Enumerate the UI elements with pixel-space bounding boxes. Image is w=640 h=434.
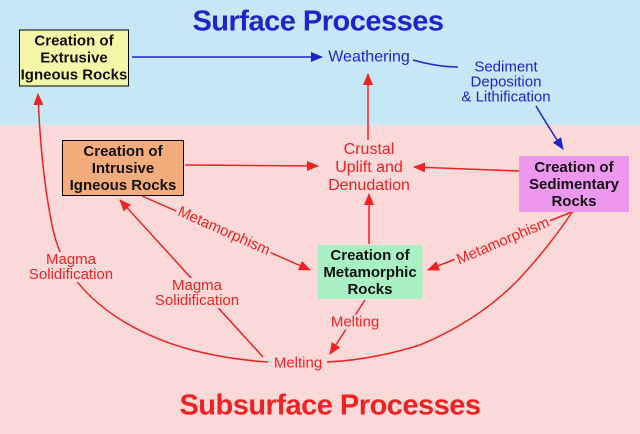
sedimentary-rocks-box: Creation of Sedimentary Rocks	[519, 156, 629, 212]
crustal-uplift-label: Crustal Uplift and Denudation	[328, 141, 410, 194]
melting-lower-label: Melting	[271, 354, 325, 372]
melting-upper-label: Melting	[328, 313, 382, 331]
intrusive-igneous-rocks-box: Creation of Intrusive Igneous Rocks	[62, 140, 184, 196]
line-weathering-to-sediment	[412, 59, 459, 68]
arrow-intrusive-to-crustal	[184, 160, 319, 171]
sediment-deposition-label: Sediment Deposition & Lithification	[461, 58, 551, 106]
arrow-sediment-to-sedimentary	[535, 105, 564, 150]
magma-solidification-left-label: Magma Solidification	[26, 251, 116, 283]
weathering-label: Weathering	[328, 48, 410, 66]
extrusive-igneous-rocks-box: Creation of Extrusive Igneous Rocks	[19, 29, 129, 87]
subsurface-processes-title: Subsurface Processes	[179, 389, 481, 422]
arrow-sedimentary-to-crustal	[413, 162, 520, 173]
line-sedimentary-to-melting	[326, 210, 574, 363]
metamorphic-rocks-box: Creation of Metamorphic Rocks	[317, 245, 423, 299]
surface-processes-title: Surface Processes	[192, 5, 444, 38]
magma-solidification-mid-label: Magma Solidification	[152, 277, 242, 309]
